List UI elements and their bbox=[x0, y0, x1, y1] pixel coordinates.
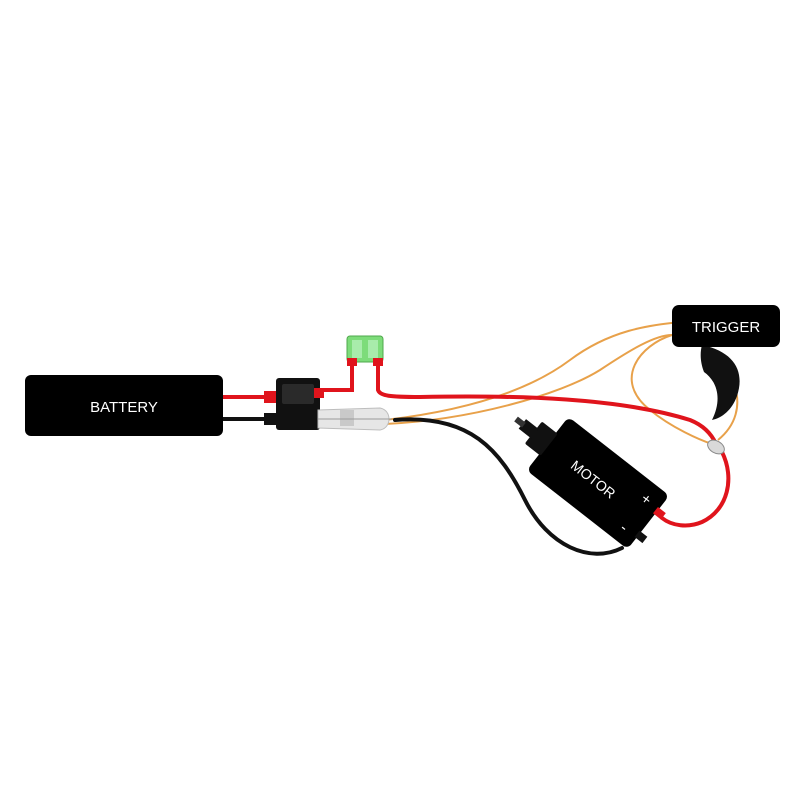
motor: MOTOR + - bbox=[514, 416, 667, 547]
positive-run-to-motor bbox=[660, 450, 731, 528]
battery-label: BATTERY bbox=[90, 399, 158, 416]
trigger-label: TRIGGER bbox=[692, 319, 761, 336]
trigger: TRIGGER bbox=[672, 305, 780, 420]
fuse-lead-left bbox=[313, 358, 354, 392]
trigger-finger bbox=[700, 345, 740, 420]
signal-wire-loop-left bbox=[630, 334, 713, 445]
fuse-lead-right bbox=[376, 358, 422, 399]
solder-joint bbox=[707, 439, 725, 455]
blade-fuse bbox=[346, 335, 384, 366]
positive-wires bbox=[220, 358, 731, 528]
signal-wire-upper bbox=[384, 321, 681, 421]
battery: BATTERY bbox=[25, 375, 223, 436]
battery-connector bbox=[264, 378, 324, 430]
negative-run-to-motor bbox=[393, 417, 624, 556]
signal-wire-lower bbox=[384, 334, 673, 425]
positive-run-to-trigger bbox=[418, 394, 718, 446]
heatshrink-splice bbox=[317, 407, 392, 431]
